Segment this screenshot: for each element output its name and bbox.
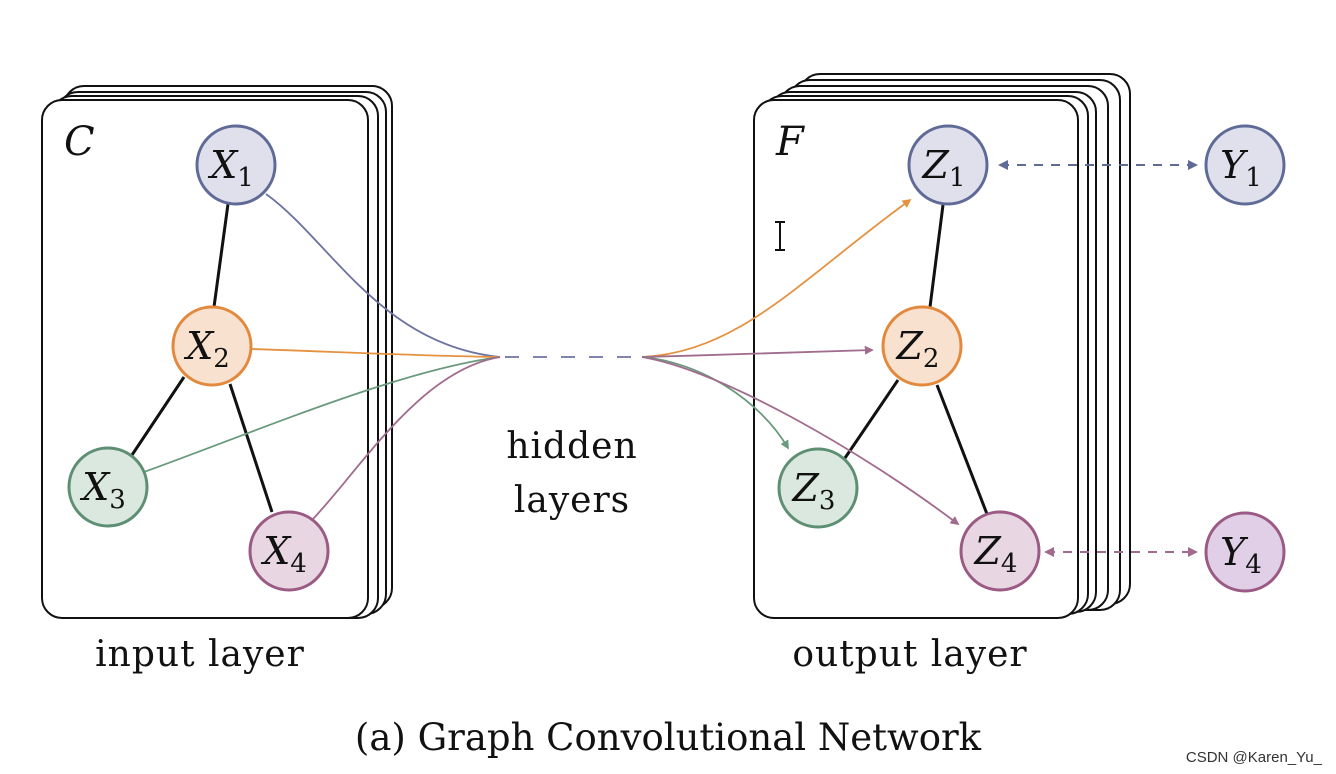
- output-graph-edges: [843, 204, 989, 515]
- node-label-x2: X2: [183, 324, 230, 374]
- edge-x1-x2: [212, 203, 230, 308]
- hidden-layers-label-line1: hidden: [506, 426, 637, 467]
- edge-z2-z3: [843, 379, 900, 459]
- node-circle-x4: [248, 510, 330, 592]
- connection-hidden-z2: [641, 345, 874, 358]
- node-circle-y1: [1204, 124, 1286, 206]
- node-circle-z1: [907, 124, 989, 206]
- node-x1: X1: [195, 124, 277, 206]
- output-card-letter: F: [775, 119, 805, 165]
- edge-x2-x4: [228, 383, 274, 513]
- node-z3: Z3: [777, 447, 859, 529]
- node-label-z3: Z3: [792, 466, 836, 516]
- input-card-letter: C: [64, 119, 95, 165]
- connection-hidden-z4: [641, 356, 960, 526]
- node-circle-z2: [881, 305, 963, 387]
- input-to-hidden-connections: [143, 193, 501, 521]
- node-x3: X3: [67, 446, 149, 528]
- node-label-z1: Z1: [922, 143, 966, 193]
- input-layer-label: input layer: [95, 634, 305, 675]
- node-label-x1: X1: [207, 143, 254, 193]
- node-circle-z4: [959, 510, 1041, 592]
- edge-z1-z2: [928, 204, 945, 308]
- node-label-z4: Z4: [974, 529, 1018, 579]
- connection-hidden-z3: [641, 356, 789, 450]
- node-label-z2: Z2: [896, 324, 940, 374]
- node-z4: Z4: [959, 510, 1041, 592]
- node-label-y1: Y1: [1220, 143, 1262, 193]
- connection-x2-hidden: [251, 348, 501, 358]
- connection-x3-hidden: [143, 356, 501, 473]
- node-label-x4: X4: [260, 529, 307, 579]
- node-label-x3: X3: [79, 465, 126, 515]
- node-z1: Z1: [907, 124, 989, 206]
- figure-caption: (a) Graph Convolutional Network: [355, 716, 982, 759]
- connection-hidden-z1: [641, 198, 912, 358]
- output-layer-label: output layer: [792, 634, 1027, 675]
- input-graph-edges: [128, 203, 274, 513]
- node-y4: Y4: [1204, 511, 1286, 593]
- edge-x2-x3: [128, 376, 186, 459]
- node-z2: Z2: [881, 305, 963, 387]
- node-circle-x3: [67, 446, 149, 528]
- node-x2: X2: [171, 305, 253, 387]
- hidden-layers-label-line2: layers: [514, 480, 630, 521]
- connection-x4-hidden: [311, 356, 501, 521]
- node-x4: X4: [248, 510, 330, 592]
- node-circle-y4: [1204, 511, 1286, 593]
- hidden-to-output-connections: [641, 198, 960, 526]
- node-label-y4: Y4: [1220, 530, 1262, 580]
- node-circle-x2: [171, 305, 253, 387]
- node-circle-z3: [777, 447, 859, 529]
- node-circle-x1: [195, 124, 277, 206]
- watermark: CSDN @Karen_Yu_: [1185, 749, 1322, 766]
- edge-z2-z4: [935, 384, 989, 515]
- node-y1: Y1: [1204, 124, 1286, 206]
- connection-x1-hidden: [265, 193, 501, 358]
- text-cursor-icon: [775, 221, 785, 251]
